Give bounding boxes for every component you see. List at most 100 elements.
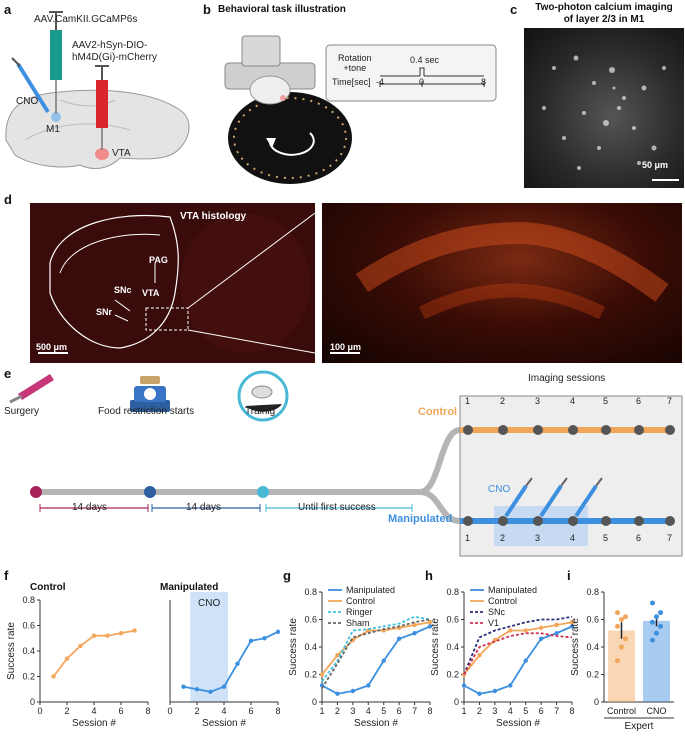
x-axis-label: Session # [496, 718, 540, 729]
cno-shaded-region [190, 592, 229, 702]
step-label-training: Trainig [245, 406, 276, 417]
data-point [64, 656, 70, 661]
data-point [538, 636, 544, 641]
data-point [275, 629, 281, 635]
vta-cell-band [355, 221, 669, 302]
x-tick-label: 4 [91, 706, 96, 716]
x-tick-label: 7 [412, 706, 417, 716]
legend-label: Manipulated [488, 585, 537, 595]
cno-annotation: CNO [198, 598, 220, 609]
legend-label: Ringer [346, 607, 373, 617]
data-point [569, 620, 575, 625]
disk-edge-marks [233, 97, 347, 179]
data-point [615, 658, 620, 664]
data-point [615, 623, 620, 629]
data-point [366, 683, 371, 688]
food-icon [140, 376, 160, 384]
y-tick-label: 0.2 [304, 670, 317, 680]
data-point [235, 661, 240, 666]
stim-label: Rotation +tone [338, 53, 372, 73]
data-point [51, 674, 56, 679]
group-label-control: Control [418, 406, 458, 418]
data-point [105, 633, 110, 638]
data-point [615, 610, 620, 616]
data-point [427, 624, 433, 629]
region-label-vta: VTA [142, 288, 160, 298]
time-tick-label: 0 [419, 77, 425, 87]
vta-zoom-overlay [330, 221, 669, 354]
data-point [619, 644, 624, 650]
data-point [554, 622, 559, 628]
session-label: 6 [636, 396, 642, 406]
manipulated-session-dots [463, 516, 675, 526]
panel-label-f: f [4, 568, 9, 583]
series-line-control [321, 621, 431, 676]
data-point [477, 653, 482, 658]
session-label: 7 [667, 396, 673, 406]
step-label-food: Food restriction starts [98, 406, 195, 417]
y-axis-label: Success rate [570, 618, 581, 676]
x-tick-label: 3 [492, 706, 497, 716]
y-tick-label: 0 [594, 697, 599, 707]
panel-label-i: i [567, 568, 571, 583]
x-tick-label: 0 [37, 706, 42, 716]
session-label: 7 [667, 533, 673, 543]
inset-box [145, 307, 189, 331]
virus2-label-line1: AAV2-hSyn-DIO- [72, 40, 148, 51]
m1-region [51, 112, 61, 122]
data-point [78, 643, 83, 649]
data-point [396, 636, 402, 641]
session-label: 1 [465, 396, 471, 406]
data-point [654, 614, 659, 620]
session-label: 2 [500, 533, 506, 543]
y-tick-label: 0.2 [446, 670, 459, 680]
y-axis-label: Success rate [430, 618, 441, 676]
m1-label: M1 [46, 124, 60, 135]
group-label-manipulated: Manipulated [388, 513, 453, 525]
timeline-dot-food [144, 486, 156, 498]
session-label: 3 [535, 533, 541, 543]
panel-b-title: Behavioral task illustration [218, 4, 346, 15]
data-point [350, 688, 356, 694]
time-label: Time[sec] [332, 77, 371, 87]
legend-label: Control [488, 596, 517, 606]
data-point [91, 633, 97, 638]
data-point [508, 628, 513, 633]
stim-pulse [419, 67, 425, 76]
syringe-gcamp-body [50, 30, 62, 80]
syringe-cno [16, 62, 50, 114]
scalebar-c-label: 50 μm [642, 160, 669, 170]
scalebar-d-left-label: 500 μm [36, 342, 68, 352]
legend-label: Control [346, 596, 375, 606]
rotating-disk [228, 92, 352, 184]
zoom-line [187, 329, 315, 354]
session-label: 1 [465, 533, 471, 543]
x-tick-label: 6 [539, 706, 544, 716]
y-tick-label: 0.4 [586, 642, 599, 652]
behavior-task-illustration [224, 35, 497, 184]
scale-base-icon [130, 400, 170, 412]
session-label: 4 [570, 533, 576, 543]
data-point [381, 658, 386, 663]
panel-label-b: b [203, 2, 211, 17]
x-tick-label: 6 [248, 706, 253, 716]
region-label-snr: SNr [96, 307, 113, 317]
x-tick-label: CNO [647, 706, 667, 716]
x-axis-label: Session # [72, 718, 116, 729]
timeline-branch-manipulated [419, 489, 461, 524]
vta-histology-image [30, 203, 315, 363]
region-label-pag: PAG [149, 255, 168, 265]
x-axis-label: Session # [202, 718, 246, 729]
legend-label: SNc [488, 607, 506, 617]
panel-c-title-line2: of layer 2/3 in M1 [563, 14, 645, 25]
x-tick-label: 2 [335, 706, 340, 716]
scale-dial-icon [144, 388, 156, 400]
y-tick-label: 0.2 [22, 672, 35, 682]
data-point [538, 625, 544, 630]
brain-contour [24, 123, 131, 141]
time-tick-label: 8 [481, 77, 487, 87]
data-point [208, 689, 213, 694]
experimental-timeline [9, 370, 683, 557]
session-label: 6 [636, 533, 642, 543]
stim-duration: 0.4 sec [410, 55, 440, 65]
